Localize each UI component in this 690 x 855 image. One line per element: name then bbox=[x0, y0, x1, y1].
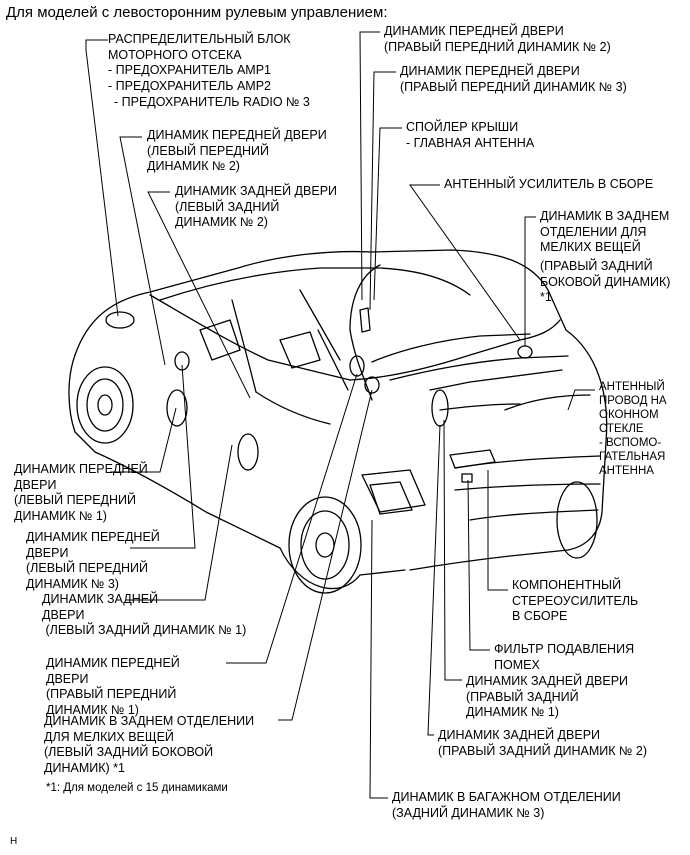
rear-right-wheel bbox=[556, 481, 598, 559]
label-rl-door-2: ДИНАМИК ЗАДНЕЙ ДВЕРИ (ЛЕВЫЙ ЗАДНИЙ ДИНАМ… bbox=[175, 184, 338, 229]
luggage-speaker bbox=[361, 469, 426, 513]
noise-filter bbox=[461, 473, 473, 483]
label-fl-door-3: ДИНАМИК ПЕРЕДНЕЙ ДВЕРИ (ЛЕВЫЙ ПЕРЕДНИЙ Д… bbox=[26, 530, 160, 591]
label-engine-radio-fuse: - ПРЕДОХРАНИТЕЛЬ RADIO № 3 bbox=[114, 95, 310, 109]
label-luggage-speaker: ДИНАМИК В БАГАЖНОМ ОТДЕЛЕНИИ (ЗАДНИЙ ДИН… bbox=[392, 790, 621, 820]
label-rl-side-speaker: ДИНАМИК В ЗАДНЕМ ОТДЕЛЕНИИ ДЛЯ МЕЛКИХ ВЕ… bbox=[44, 714, 255, 775]
label-fl-door-2: ДИНАМИК ПЕРЕДНЕЙ ДВЕРИ (ЛЕВЫЙ ПЕРЕДНИЙ Д… bbox=[147, 128, 327, 173]
engine-box-shape bbox=[105, 311, 135, 329]
speaker-fr1 bbox=[349, 355, 365, 377]
speaker-rr1 bbox=[364, 376, 380, 394]
footnote: *1: Для моделей с 15 динамиками bbox=[46, 782, 228, 794]
label-fr-door-3: ДИНАМИК ПЕРЕДНЕЙ ДВЕРИ (ПРАВЫЙ ПЕРЕДНИЙ … bbox=[400, 64, 627, 94]
label-antenna-amp: АНТЕННЫЙ УСИЛИТЕЛЬ В СБОРЕ bbox=[444, 177, 654, 191]
label-rr-door-2: ДИНАМИК ЗАДНЕЙ ДВЕРИ (ПРАВЫЙ ЗАДНИЙ ДИНА… bbox=[438, 728, 648, 758]
label-noise-filter: ФИЛЬТР ПОДАВЛЕНИЯ ПОМЕХ bbox=[494, 642, 635, 672]
label-rr-side-speaker: ДИНАМИК В ЗАДНЕМ ОТДЕЛЕНИИ ДЛЯ МЕЛКИХ ВЕ… bbox=[540, 209, 670, 254]
label-fr-door-1: ДИНАМИК ПЕРЕДНЕЙ ДВЕРИ (ПРАВЫЙ ПЕРЕДНИЙ … bbox=[46, 656, 180, 717]
seat-shape bbox=[199, 319, 241, 361]
fr-door-component bbox=[359, 307, 371, 333]
speaker-rl1 bbox=[237, 433, 259, 471]
leader-lines bbox=[85, 31, 595, 799]
speaker-rr-side bbox=[517, 345, 533, 359]
component-amp bbox=[449, 449, 496, 469]
label-rl-door-1: ДИНАМИК ЗАДНЕЙ ДВЕРИ (ЛЕВЫЙ ЗАДНИЙ ДИНАМ… bbox=[42, 592, 247, 637]
speaker-fl1 bbox=[166, 389, 188, 427]
label-rr-side-speaker-sub: (ПРАВЫЙ ЗАДНИЙ БОКОВОЙ ДИНАМИК) *1 bbox=[540, 259, 671, 304]
page-title: Для моделей с левосторонним рулевым упра… bbox=[6, 4, 388, 21]
label-roof-spoiler: СПОЙЛЕР КРЫШИ - ГЛАВНАЯ АНТЕННА bbox=[406, 120, 535, 150]
label-fl-door-1: ДИНАМИК ПЕРЕДНЕЙ ДВЕРИ (ЛЕВЫЙ ПЕРЕДНИЙ Д… bbox=[14, 462, 148, 523]
label-engine-fuse-box: РАСПРЕДЕЛИТЕЛЬНЫЙ БЛОК МОТОРНОГО ОТСЕКА … bbox=[108, 32, 291, 93]
rear-wheel bbox=[288, 496, 362, 594]
front-wheel bbox=[76, 366, 134, 444]
label-component-amp: КОМПОНЕНТНЫЙ СТЕРЕОУСИЛИТЕЛЬ В СБОРЕ bbox=[512, 578, 639, 623]
label-fr-door-2: ДИНАМИК ПЕРЕДНЕЙ ДВЕРИ (ПРАВЫЙ ПЕРЕДНИЙ … bbox=[384, 24, 611, 54]
label-rr-door-1: ДИНАМИК ЗАДНЕЙ ДВЕРИ (ПРАВЫЙ ЗАДНИЙ ДИНА… bbox=[466, 674, 629, 719]
speaker-rr2 bbox=[431, 389, 449, 427]
label-glass-antenna: АНТЕННЫЙ ПРОВОД НА ОКОННОМ СТЕКЛЕ - ВСПО… bbox=[599, 381, 667, 477]
corner-mark: H bbox=[10, 836, 18, 847]
